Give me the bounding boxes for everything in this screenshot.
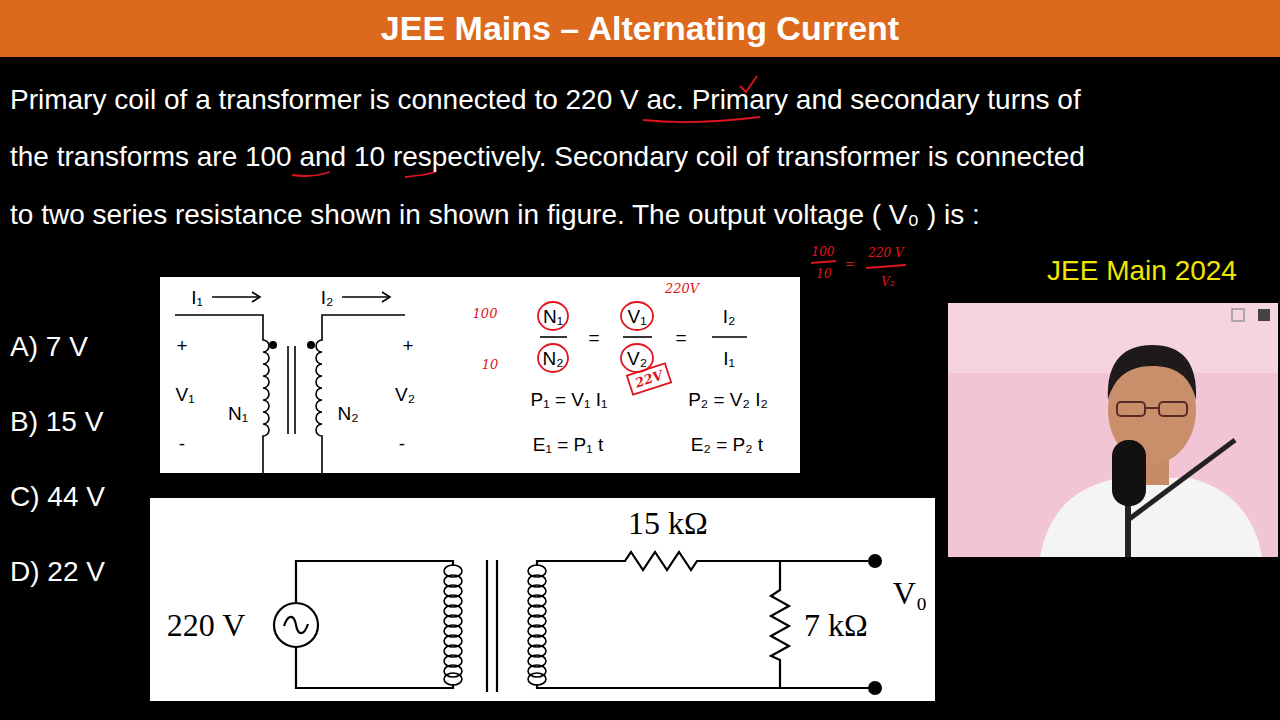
formula-text: P₁ = V₁ I₁ xyxy=(531,390,608,409)
formula-term: V₁ xyxy=(627,307,646,326)
voltage-label: V₂ xyxy=(395,385,415,404)
polarity-sign: + xyxy=(402,336,413,355)
polarity-dot xyxy=(269,341,277,349)
handwritten-note: = xyxy=(845,258,855,270)
wire xyxy=(537,684,868,688)
terminal-dot xyxy=(868,681,882,695)
current-arrow xyxy=(212,296,258,298)
circuit-panel xyxy=(150,498,935,701)
window-icon xyxy=(1232,309,1244,321)
resistor-7k xyxy=(771,561,789,688)
question-text: the transforms are 100 and 10 respective… xyxy=(10,143,1085,171)
resistor-label: 15 kΩ xyxy=(628,507,708,539)
handwritten-note: 220V xyxy=(665,282,699,295)
glasses-lens xyxy=(1117,402,1145,416)
coil-loop xyxy=(528,673,546,685)
formula-sign: = xyxy=(588,328,599,347)
arrow-head xyxy=(382,292,390,302)
formula-term: N₁ xyxy=(543,307,563,326)
formula-text: E₁ = P₁ t xyxy=(533,435,603,454)
handwritten-note: V₂ xyxy=(881,276,894,288)
source-label: 220 V xyxy=(167,609,246,641)
turns-label: N₂ xyxy=(337,404,358,423)
circle-mark xyxy=(621,302,653,330)
voltage-label: V₁ xyxy=(175,385,194,404)
handwritten-note: 22V xyxy=(634,368,665,389)
circuit-wires xyxy=(274,552,868,692)
current-arrow xyxy=(342,296,388,298)
polarity-dot xyxy=(307,341,315,349)
shirt xyxy=(1040,478,1262,557)
window-icon xyxy=(1258,309,1270,321)
option-text: D) 22 V xyxy=(10,558,105,586)
fraction-mark xyxy=(866,265,906,268)
figure-panel xyxy=(160,277,800,473)
option-text: A) 7 V xyxy=(10,333,88,361)
polarity-sign: - xyxy=(399,434,405,453)
formula-term: N₂ xyxy=(542,349,563,368)
core-line xyxy=(486,560,488,692)
polarity-sign: + xyxy=(176,336,187,355)
coil-symbol xyxy=(444,565,546,685)
circle-mark xyxy=(538,344,568,372)
secondary-coil xyxy=(316,315,405,473)
formula-term: V₂ xyxy=(627,349,647,368)
output-label: V₀ xyxy=(893,577,927,609)
wire xyxy=(296,561,453,603)
underline-mark xyxy=(405,172,435,177)
wire xyxy=(296,647,453,688)
handwritten-note: 220 V xyxy=(868,247,903,259)
polarity-sign: - xyxy=(179,434,185,453)
underline-mark xyxy=(643,117,760,122)
formula-text: E₂ = P₂ t xyxy=(691,435,763,454)
transformer-symbol xyxy=(175,292,747,473)
option-text: B) 15 V xyxy=(10,408,103,436)
ac-source xyxy=(274,603,318,647)
turns-label: N₁ xyxy=(228,404,248,423)
option-text: C) 44 V xyxy=(10,483,105,511)
glasses xyxy=(1117,402,1187,416)
formula-text: P₂ = V₂ I₂ xyxy=(688,390,768,409)
arrow-head xyxy=(252,292,260,302)
handwritten-note: 100 xyxy=(473,307,498,320)
slide-title: JEE Mains – Alternating Current xyxy=(0,0,1280,57)
formula-term: I₂ xyxy=(723,307,736,326)
terminal-dot xyxy=(868,554,882,568)
coil-loop xyxy=(444,673,462,685)
core-line xyxy=(287,346,289,434)
core-line xyxy=(496,560,498,692)
fraction-bar xyxy=(712,336,747,338)
hair xyxy=(1108,345,1196,400)
webcam-background xyxy=(948,303,1278,557)
box-mark xyxy=(627,363,671,394)
formula-term: I₁ xyxy=(723,349,735,368)
handwritten-note: 100 xyxy=(812,246,835,258)
resistor-label: 7 kΩ xyxy=(804,609,868,641)
resistor-15k xyxy=(537,552,868,570)
microphone xyxy=(1112,440,1146,506)
core-line xyxy=(294,346,296,434)
handwritten-note: 10 xyxy=(482,358,499,371)
circle-mark xyxy=(538,302,568,330)
question-text: Primary coil of a transformer is connect… xyxy=(10,86,1081,114)
current-label: I₂ xyxy=(321,288,334,307)
formula-sign: = xyxy=(675,328,686,347)
fraction-bar xyxy=(623,336,652,338)
question-text: to two series resistance shown in shown … xyxy=(10,201,980,229)
glasses-bridge xyxy=(1145,407,1159,409)
primary-coil xyxy=(175,315,269,473)
fraction-bar xyxy=(540,336,567,338)
mic-stand xyxy=(1125,500,1131,557)
glasses-lens xyxy=(1159,402,1187,416)
ac-wave xyxy=(284,617,308,633)
exam-tag: JEE Main 2024 xyxy=(1047,257,1237,285)
underline-mark xyxy=(292,172,330,176)
handwritten-note: 10 xyxy=(816,268,831,280)
webcam-inset xyxy=(948,303,1278,557)
wall-light xyxy=(948,303,1278,373)
current-label: I₁ xyxy=(191,288,203,307)
fraction-mark xyxy=(811,261,836,263)
